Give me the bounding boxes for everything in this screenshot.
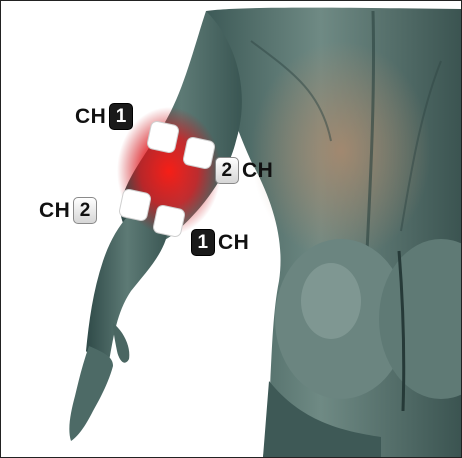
electrode-pad	[146, 120, 179, 153]
channel-label-ch2-left: CH 2	[39, 197, 97, 224]
hand	[69, 346, 113, 441]
channel-label-ch1-bottom: 1 CH	[191, 229, 249, 256]
channel-label-text: CH	[75, 105, 106, 129]
channel-number-badge: 1	[191, 229, 215, 256]
thumb	[113, 323, 129, 363]
channel-label-text: CH	[242, 159, 273, 183]
channel-number-badge: 1	[109, 103, 133, 130]
channel-number-badge: 2	[215, 157, 239, 184]
electrode-pad	[182, 136, 215, 169]
channel-number-badge: 2	[73, 197, 97, 224]
electrode-pad	[152, 204, 185, 237]
channel-label-text: CH	[218, 231, 249, 255]
channel-label-text: CH	[39, 199, 70, 223]
electrode-pad	[118, 188, 151, 221]
channel-label-ch2-right: 2 CH	[215, 157, 273, 184]
glute-highlight	[301, 263, 361, 339]
channel-label-ch1-top: CH 1	[75, 103, 133, 130]
back-shading	[251, 41, 431, 261]
